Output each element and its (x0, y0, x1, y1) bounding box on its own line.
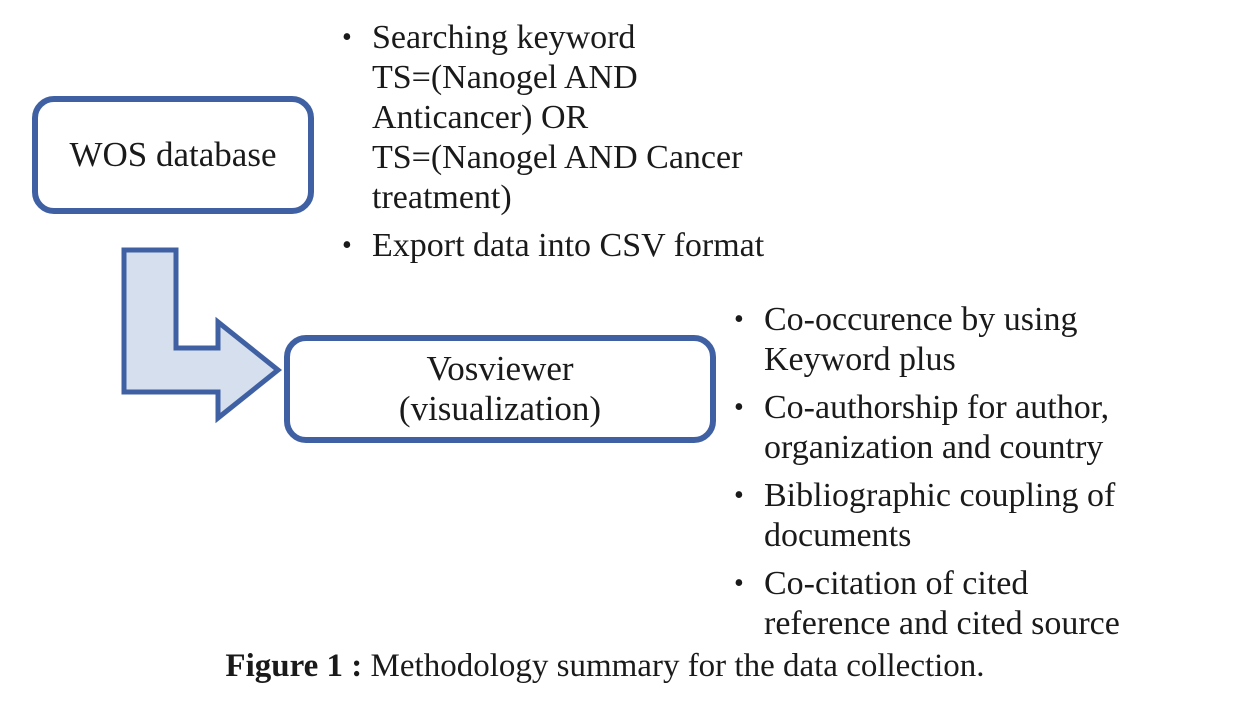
list-item-line: Co-authorship for author, (764, 389, 1110, 426)
list-item-co-citation: Co-citation of cited reference and cited… (734, 564, 1194, 644)
list-item-line: treatment) (372, 179, 512, 216)
vosviewer-label: Vosviewer (426, 349, 574, 388)
list-item-search-keyword: Searching keyword TS=(Nanogel AND Antica… (342, 18, 862, 218)
list-item-line: Co-occurence by using (764, 301, 1078, 338)
figure-caption-text: Methodology summary for the data collect… (362, 648, 985, 684)
bent-arrow-shape (121, 247, 283, 424)
wos-database-box: WOS database (32, 96, 314, 214)
list-item-co-occurence: Co-occurence by using Keyword plus (734, 300, 1194, 380)
list-item-line: organization and country (764, 429, 1104, 466)
list-item-line: Keyword plus (764, 341, 956, 378)
wos-steps-list: Searching keyword TS=(Nanogel AND Antica… (342, 18, 862, 274)
list-item-line: Anticancer) OR (372, 99, 589, 136)
wos-database-label: WOS database (69, 135, 277, 174)
vosviewer-box: Vosviewer (visualization) (284, 335, 716, 443)
list-item-co-authorship: Co-authorship for author, organization a… (734, 388, 1194, 468)
list-item-line: reference and cited source (764, 605, 1120, 642)
list-item-line: Co-citation of cited (764, 565, 1029, 602)
vosviewer-steps-list: Co-occurence by using Keyword plus Co-au… (734, 300, 1194, 652)
list-item-line: documents (764, 517, 912, 554)
vosviewer-sublabel: (visualization) (398, 389, 602, 428)
list-item-line: Searching keyword (372, 19, 636, 56)
list-item-line: TS=(Nanogel AND Cancer (372, 139, 743, 176)
list-item-line: Bibliographic coupling of (764, 477, 1116, 514)
list-item-export-data: Export data into CSV format (342, 226, 862, 266)
figure-caption: Figure 1 : Methodology summary for the d… (0, 646, 1210, 686)
list-item-line: Export data into CSV format (372, 227, 765, 264)
list-item-bibliographic-coupling: Bibliographic coupling of documents (734, 476, 1194, 556)
figure-label: Figure 1 : (225, 648, 363, 684)
list-item-line: TS=(Nanogel AND (372, 59, 638, 96)
